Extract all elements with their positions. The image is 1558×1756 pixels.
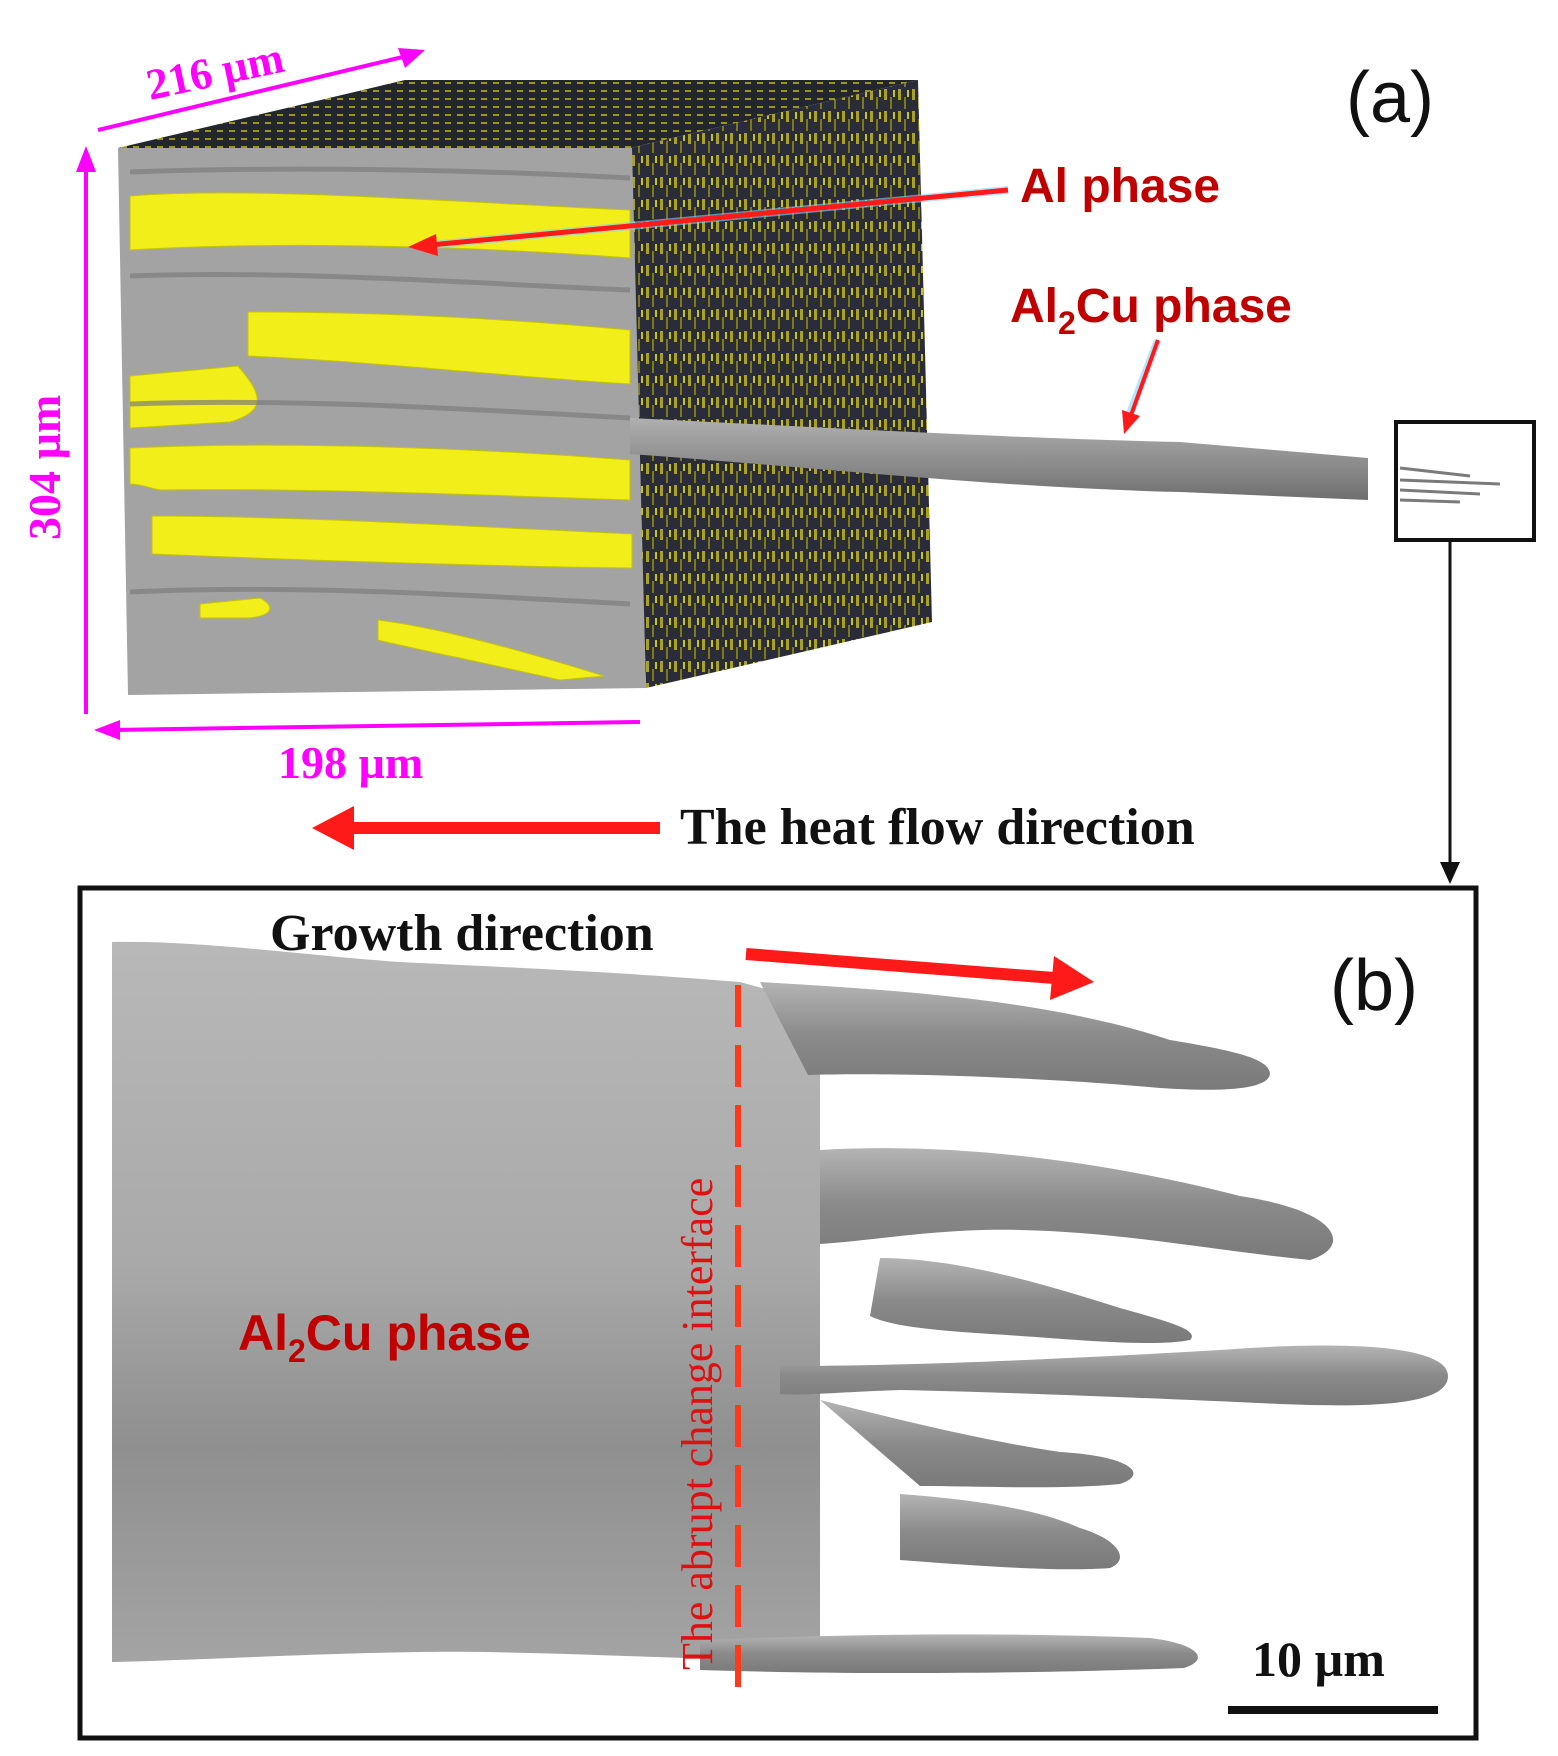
dim-height-label: 304 µm — [19, 395, 70, 540]
al2cu-label-suffix: Cu phase — [1076, 280, 1292, 333]
finger-6 — [900, 1494, 1120, 1570]
al2cu-fingers — [700, 982, 1448, 1674]
dimension-arrows — [76, 48, 641, 740]
zoom-connector-head — [1440, 862, 1460, 884]
dim-height-arrowhead — [76, 146, 96, 172]
protruding-al2cu-rod — [630, 418, 1368, 500]
growth-arrow — [745, 948, 1055, 984]
dim-width-label: 216 µm — [142, 33, 288, 110]
panel-a: 216 µm 304 µm 198 µm (a) Al phase Al2Cu … — [19, 33, 1536, 884]
al2cu-label-prefix: Al — [1010, 280, 1058, 333]
dim-width-arrow — [97, 52, 416, 132]
panel-a-tag: (a) — [1346, 58, 1434, 138]
finger-3 — [870, 1258, 1192, 1344]
panel-b-tag: (b) — [1330, 946, 1418, 1026]
heat-flow-label: The heat flow direction — [680, 799, 1195, 856]
al2cu-pointer-head — [1122, 410, 1140, 434]
dim-depth-label: 198 µm — [278, 737, 423, 788]
al2cu-body — [112, 941, 820, 1662]
finger-7 — [700, 1634, 1198, 1674]
growth-direction-label: Growth direction — [270, 905, 654, 962]
dim-width-arrowhead — [398, 48, 425, 68]
dim-depth-arrowhead — [94, 720, 120, 740]
block-top-face — [118, 80, 918, 148]
microstructure-block — [118, 80, 1501, 695]
finger-1 — [760, 982, 1270, 1090]
finger-4 — [780, 1345, 1448, 1406]
rod-tip-fingers — [1399, 466, 1501, 504]
scale-bar-label: 10 µm — [1252, 1631, 1385, 1687]
al-phase-pointer — [429, 187, 1009, 248]
al2cu-b-subscript: 2 — [288, 1333, 306, 1369]
al2cu-pointer — [1128, 339, 1160, 419]
al2cu-shading — [129, 166, 631, 607]
finger-5 — [820, 1400, 1134, 1488]
al2cu-b-suffix: Cu phase — [306, 1305, 531, 1361]
finger-2 — [820, 1148, 1334, 1260]
al2cu-label-subscript: 2 — [1058, 305, 1076, 341]
al2cu-label: Al2Cu phase — [1010, 280, 1292, 341]
dim-depth-arrow — [107, 720, 641, 732]
abrupt-interface-label: The abrupt change interface — [673, 1178, 722, 1670]
growth-arrowhead — [1050, 956, 1094, 1000]
al2cu-b-prefix: Al — [238, 1305, 288, 1361]
block-side-face — [630, 80, 932, 688]
al-phase-label: Al phase — [1020, 160, 1220, 213]
al2cu-phase-label-b: Al2Cu phase — [238, 1305, 531, 1369]
heat-flow-arrowhead — [312, 806, 354, 850]
al-phase-pointer-head — [408, 234, 438, 256]
zoom-box — [1394, 420, 1536, 542]
scale-bar — [1228, 1706, 1438, 1714]
panel-b: Growth direction The abrupt change inter… — [77, 885, 1479, 1741]
